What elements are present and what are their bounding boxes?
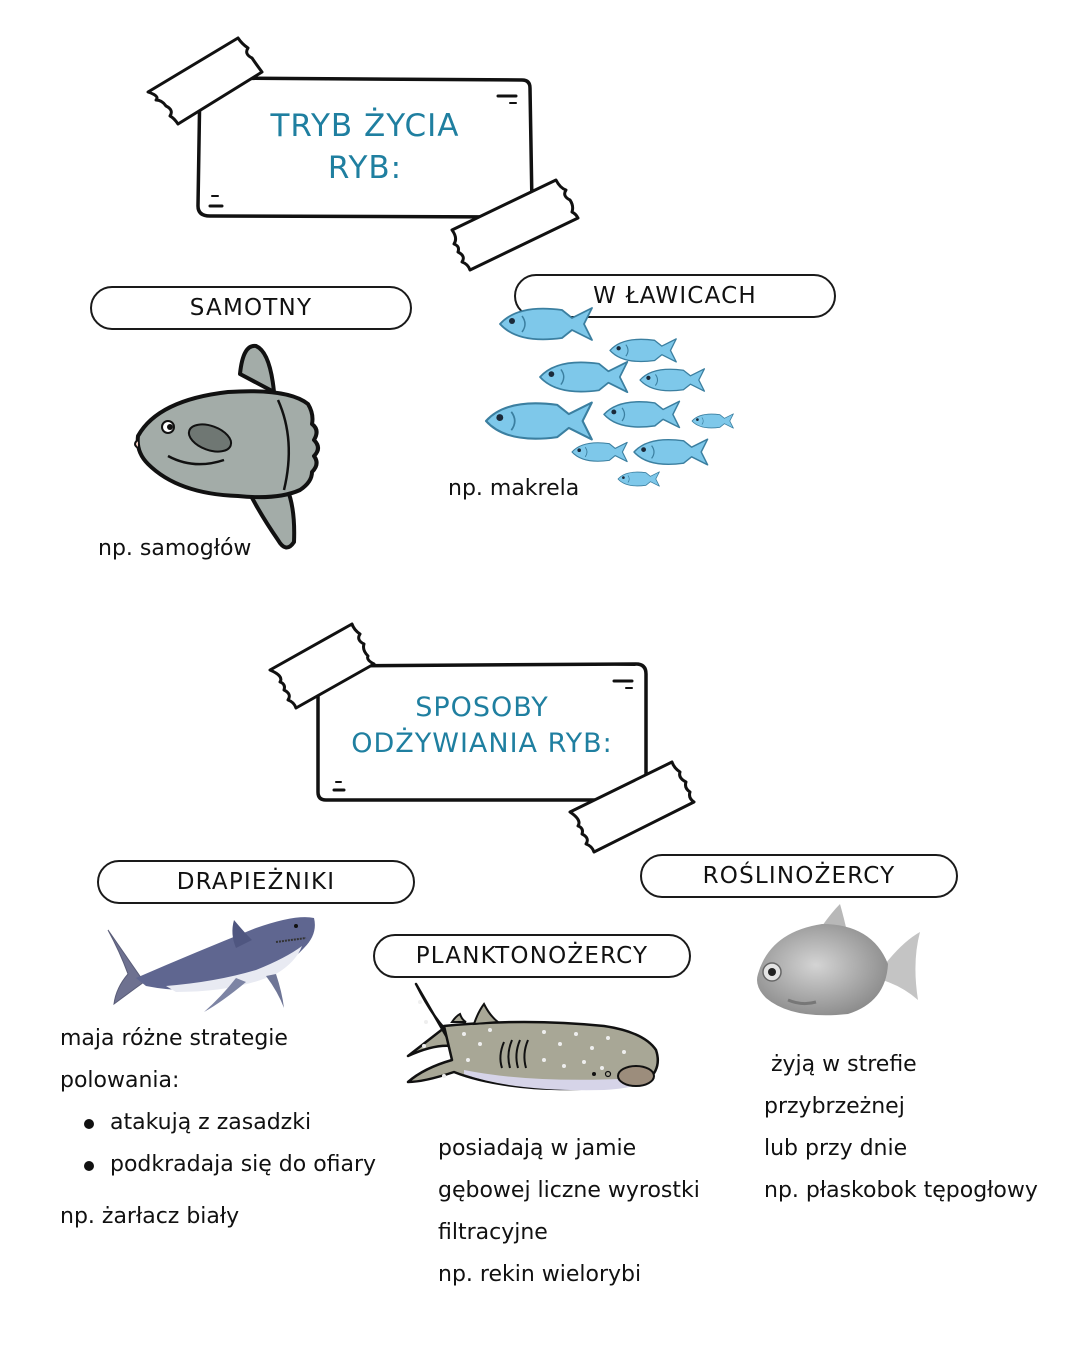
tape-bottom-right [568,760,696,854]
fish-school-icon [484,307,734,487]
school-fish [603,400,681,429]
example-predators: np. żarłacz biały [60,1204,240,1229]
example-shoaling: np. makrela [448,476,580,501]
page-title-life-mode: TRYB ŻYCIA RYB: [200,106,530,190]
description-line: żyją w strefie [764,1052,917,1077]
tape-top-left [146,36,264,126]
school-fish [539,360,629,394]
description-line: przybrzeżnej [764,1094,905,1119]
category-pill-shoaling: W ŁAWICACH [514,274,836,318]
school-fish [484,401,593,441]
school-fish [633,438,709,466]
description-line: gębowej liczne wyrostki [438,1178,700,1203]
tape-bottom-right [450,178,580,272]
category-label: PLANKTONOŻERCY [415,943,649,969]
bullet-item: atakują z zasadzki [82,1102,376,1144]
description-line: posiadają w jamie [438,1136,637,1161]
hunting-strategies-list: atakują z zasadzki podkradaja się do ofi… [82,1102,376,1186]
school-fish [617,471,660,487]
school-fish [691,413,734,429]
tape-top-left [268,622,376,710]
description-line: maja różne strategie [60,1026,288,1051]
sunfish-icon [134,343,320,550]
example-solitary: np. samogłów [98,536,252,561]
title-line-2: ODŻYWIANIA RYB: [351,728,613,760]
example-plankton-eaters: np. rekin wielorybi [438,1262,642,1287]
description-line: polowania: [60,1068,180,1093]
title-line-1: SPOSOBY [415,692,549,723]
category-label: SAMOTNY [189,295,313,321]
title-line-1: TRYB ŻYCIA [270,108,460,144]
category-pill-plankton-eaters: PLANKTONOŻERCY [373,934,691,978]
category-pill-solitary: SAMOTNY [90,286,412,330]
page-title-feeding: SPOSOBY ODŻYWIANIA RYB: [318,690,646,763]
whale-shark-icon [406,982,659,1091]
category-pill-predators: DRAPIEŻNIKI [97,860,415,904]
pacu-fish-icon [757,904,920,1016]
school-fish [609,338,677,363]
school-fish [499,307,593,341]
school-fish [639,368,706,392]
example-herbivores: np. płaskobok tępogłowy [764,1178,1038,1203]
description-line: filtracyjne [438,1220,548,1245]
category-pill-herbivores: ROŚLINOŻERCY [640,854,958,898]
category-label: DRAPIEŻNIKI [176,869,336,895]
whale-shark-spots [418,1000,626,1078]
school-fish [571,441,628,463]
description-line: lub przy dnie [764,1136,908,1161]
category-label: W ŁAWICACH [593,283,757,309]
great-white-shark-icon [107,917,315,1012]
bullet-item: podkradaja się do ofiary [82,1144,376,1186]
category-label: ROŚLINOŻERCY [702,863,896,889]
title-line-2: RYB: [327,149,403,186]
